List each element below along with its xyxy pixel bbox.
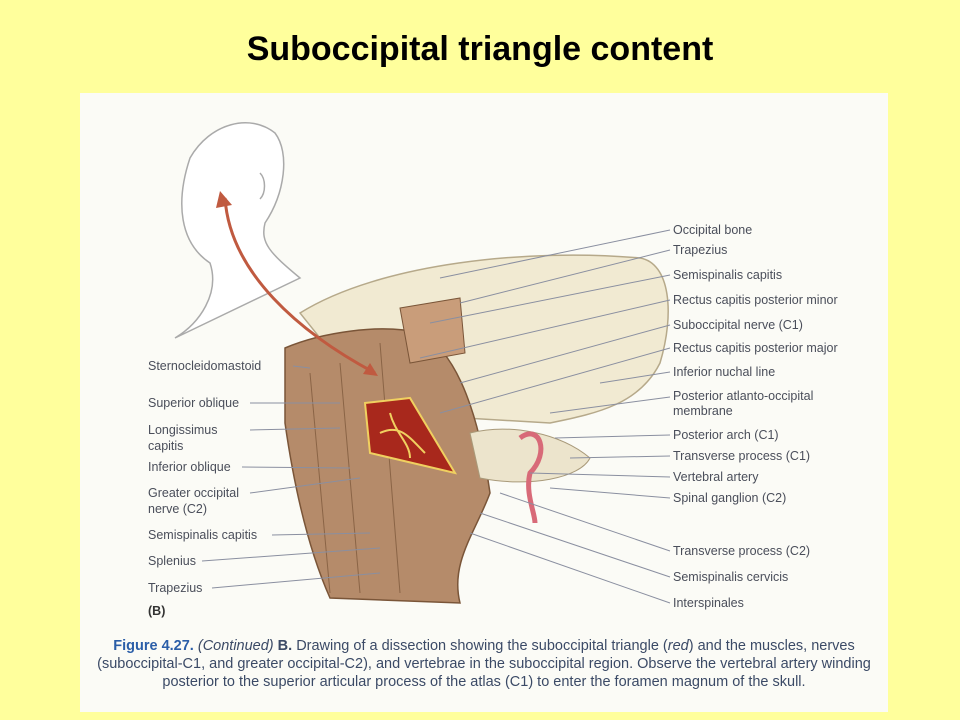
arrow (223, 197, 376, 375)
dissection-illustration (174, 122, 671, 604)
label-inferior-oblique: Inferior oblique (148, 460, 231, 474)
label-atlanto-occipital-1: Posterior atlanto-occipital (673, 389, 814, 403)
label-trapezius-left: Trapezius (148, 581, 203, 595)
slide-title: Suboccipital triangle content (246, 30, 714, 68)
anatomy-figure: Occipital bone Trapezius Semispinalis ca… (80, 93, 888, 712)
label-suboccipital-nerve: Suboccipital nerve (C1) (673, 318, 803, 332)
label-longissimus-1: Longissimus (148, 423, 218, 437)
label-transverse-c1: Transverse process (C1) (673, 449, 811, 463)
label-longissimus-2: capitis (148, 439, 184, 453)
left-leader-lines (201, 365, 381, 589)
caption-continued: (Continued) (197, 638, 274, 654)
label-sternocleidomastoid: Sternocleidomastoid (148, 359, 262, 373)
label-inferior-nuchal-line: Inferior nuchal line (673, 365, 776, 379)
label-rectus-major: Rectus capitis posterior major (673, 341, 838, 355)
label-spinal-ganglion: Spinal ganglion (C2) (673, 491, 787, 505)
label-atlanto-occipital-2: membrane (673, 404, 733, 418)
suboccipital-triangle (363, 396, 458, 475)
label-splenius: Splenius (148, 554, 196, 568)
label-superior-oblique: Superior oblique (148, 396, 240, 410)
label-greater-occipital-1: Greater occipital (148, 486, 240, 500)
caption-part: B. (277, 638, 293, 654)
label-greater-occipital-2: nerve (C2) (148, 502, 208, 516)
label-posterior-arch: Posterior arch (C1) (673, 428, 779, 442)
label-semispinalis-capitis-left: Semispinalis capitis (148, 528, 258, 542)
label-vertebral-artery: Vertebral artery (673, 470, 759, 484)
label-rectus-minor: Rectus capitis posterior minor (673, 293, 838, 307)
label-transverse-c2: Transverse process (C2) (673, 544, 811, 558)
label-trapezius-right: Trapezius (673, 243, 728, 257)
arrowhead-start (216, 191, 232, 208)
caption-figure-number: Figure 4.27. (113, 638, 194, 654)
label-semispinalis-cervicis: Semispinalis cervicis (673, 570, 789, 584)
figure-caption: Figure 4.27. (Continued) B. Drawing of a… (80, 637, 888, 691)
caption-red-word: red (667, 638, 689, 654)
caption-text-1: Drawing of a dissection showing the subo… (296, 638, 668, 654)
label-interspinales: Interspinales (673, 596, 744, 610)
label-occipital-bone: Occipital bone (673, 223, 753, 237)
semispinalis-muscle (399, 297, 466, 364)
neck-muscles (284, 328, 491, 604)
suboccipital-nerves (379, 412, 426, 459)
head-silhouette (174, 122, 302, 339)
caption-text-2: ) and the muscles, nerves (suboccipital-… (97, 638, 871, 690)
panel-label: (B) (148, 604, 166, 618)
arrowhead-end (363, 363, 378, 376)
ear-outline (259, 172, 266, 200)
label-semispinalis-capitis-right: Semispinalis capitis (673, 268, 783, 282)
right-leader-lines (419, 229, 671, 604)
